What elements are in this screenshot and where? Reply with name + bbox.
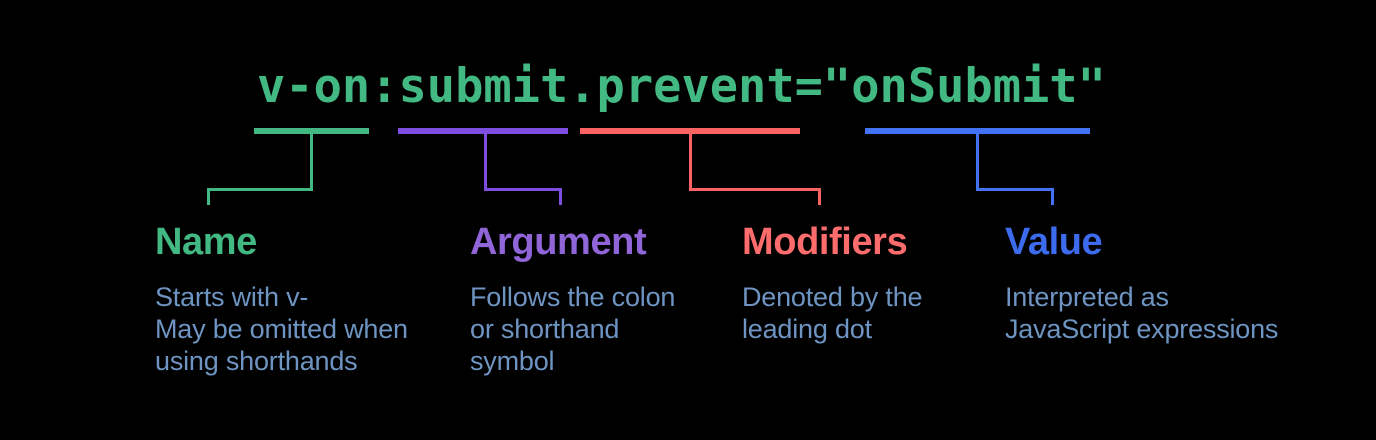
value-description: Interpreted as JavaScript expressions [1005, 282, 1279, 344]
argument-label: Argument [470, 221, 647, 263]
value-connector-line [976, 134, 1054, 205]
name-description: Starts with v- May be omitted when using… [155, 282, 408, 376]
argument-underline [398, 128, 568, 134]
name-label: Name [155, 221, 257, 263]
name-underline [254, 128, 369, 134]
directive-code: v-on:submit.prevent="onSubmit" [257, 59, 1106, 114]
modifiers-underline [580, 128, 800, 134]
modifiers-description: Denoted by the leading dot [742, 282, 923, 344]
value-label: Value [1005, 221, 1103, 263]
value-underline [865, 128, 1090, 134]
argument-connector-line [484, 134, 562, 205]
name-connector-line [207, 134, 313, 205]
modifiers-connector-line [689, 134, 821, 205]
argument-description: Follows the colon or shorthand symbol [470, 282, 676, 376]
modifiers-label: Modifiers [742, 221, 908, 263]
